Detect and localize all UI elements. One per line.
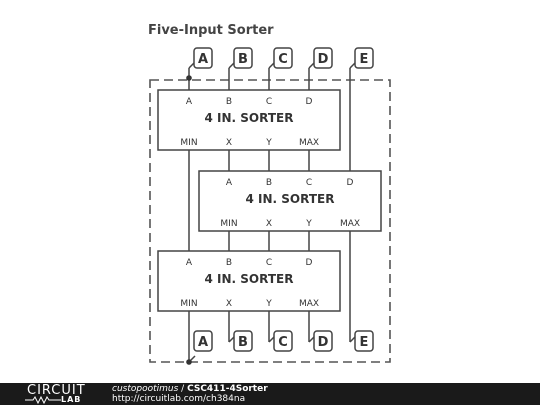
bottom-terminal-d: D	[308, 330, 333, 352]
sorter-3-input-c: C	[266, 258, 272, 268]
sorter-2-output-max: MAX	[340, 219, 360, 229]
sorter-3-label: 4 IN. SORTER	[205, 272, 294, 286]
sorter-1-output-y: Y	[265, 138, 272, 148]
bottom-terminal-c: C	[268, 330, 293, 352]
resistor-icon	[25, 396, 61, 404]
logo-text-lab: LAB	[61, 395, 82, 404]
author-link[interactable]: custopootimus	[112, 384, 179, 394]
sorter-3-input-a: A	[186, 258, 193, 268]
top-terminal-c: C	[268, 47, 293, 69]
bottom-terminals: A B C D E	[188, 330, 374, 363]
sorter-1-output-min: MIN	[180, 138, 197, 148]
sorter-2-output-x: X	[266, 219, 272, 229]
sorter-3-input-b: B	[226, 258, 232, 268]
sorter-1-output-max: MAX	[299, 138, 319, 148]
top-terminal-d-label: D	[318, 52, 329, 67]
sorter-1-label: 4 IN. SORTER	[205, 111, 294, 125]
sorter-2-output-min: MIN	[220, 219, 237, 229]
top-terminals: A B C D E	[188, 47, 374, 69]
sorter-2-input-d: D	[347, 178, 354, 188]
sorter-2-output-y: Y	[305, 219, 312, 229]
top-terminal-e-label: E	[360, 52, 369, 67]
junction-dot-top	[186, 75, 192, 81]
footer-credits: custopootimus / CSC411-4Sorter	[112, 384, 268, 394]
sorter-2-label: 4 IN. SORTER	[246, 192, 335, 206]
bottom-terminal-a-label: A	[198, 335, 208, 350]
top-terminal-a: A	[188, 47, 213, 69]
sorter-3-output-min: MIN	[180, 299, 197, 309]
diagram-title: Five-Input Sorter	[148, 23, 274, 38]
project-url-link[interactable]: http://circuitlab.com/ch384na	[112, 394, 246, 404]
top-terminal-b-label: B	[238, 52, 248, 67]
sorter-2-input-c: C	[306, 178, 312, 188]
bottom-terminal-b: B	[228, 330, 253, 352]
circuitlab-logo: CIRCUIT LAB	[3, 384, 95, 404]
footer-bar: CIRCUIT LAB custopootimus / CSC411-4Sort…	[0, 383, 540, 405]
sorter-block-2: A B C D 4 IN. SORTER MIN X Y MAX	[198, 170, 382, 232]
sorter-3-input-d: D	[306, 258, 313, 268]
top-terminal-c-label: C	[278, 52, 288, 67]
sorter-2-input-b: B	[266, 178, 272, 188]
sorter-3-output-y: Y	[265, 299, 272, 309]
bottom-terminal-e: E	[349, 330, 374, 352]
wires	[188, 68, 351, 362]
bottom-terminal-d-label: D	[318, 335, 329, 350]
junction-dots	[186, 75, 192, 365]
sorter-block-3: A B C D 4 IN. SORTER MIN X Y MAX	[157, 250, 341, 312]
logo-text-circuit: CIRCUIT	[27, 383, 86, 398]
sorter-3-output-x: X	[226, 299, 232, 309]
sorter-1-input-c: C	[266, 97, 272, 107]
sorter-1-input-b: B	[226, 97, 232, 107]
module-boundary	[149, 79, 391, 363]
circuit-diagram: Five-Input Sorter A	[148, 23, 391, 365]
junction-dot-bottom	[186, 359, 192, 365]
bottom-terminal-c-label: C	[278, 335, 288, 350]
top-terminal-e: E	[349, 47, 374, 69]
project-title-link[interactable]: CSC411-4Sorter	[187, 384, 268, 394]
sorter-1-input-d: D	[306, 97, 313, 107]
top-terminal-a-label: A	[198, 52, 208, 67]
sorter-3-output-max: MAX	[299, 299, 319, 309]
bottom-terminal-b-label: B	[238, 335, 248, 350]
top-terminal-d: D	[308, 47, 333, 69]
bottom-terminal-a: A	[188, 330, 213, 363]
top-terminal-b: B	[228, 47, 253, 69]
sorter-block-1: A B C D 4 IN. SORTER MIN X Y MAX	[157, 89, 341, 151]
credit-separator: /	[178, 384, 188, 394]
sorter-1-output-x: X	[226, 138, 232, 148]
bottom-terminal-e-label: E	[360, 335, 369, 350]
sorter-2-input-a: A	[226, 178, 233, 188]
sorter-1-input-a: A	[186, 97, 193, 107]
